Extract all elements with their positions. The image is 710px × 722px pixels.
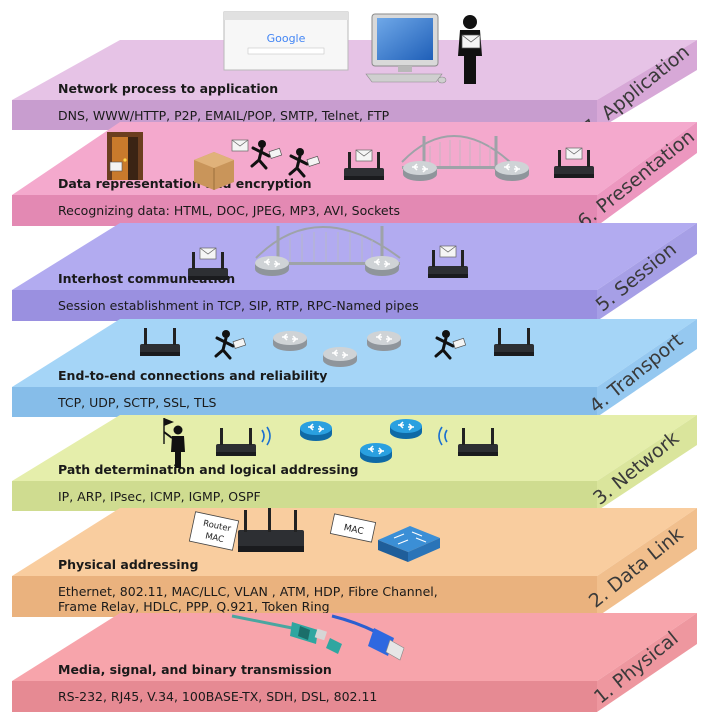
layer-protocols: DNS, WWW/HTTP, P2P, EMAIL/POP, SMTP, Tel… [58, 108, 390, 123]
layer-side-face [597, 508, 697, 617]
switch-icon [389, 418, 423, 440]
browser-window-icon: Google [223, 11, 349, 71]
switch-icon [366, 330, 402, 352]
envelope-icon [199, 247, 217, 260]
layer-protocols: TCP, UDP, SCTP, SSL, TLS [57, 395, 217, 410]
layer-top-face [12, 508, 697, 576]
layer-title: Physical addressing [58, 557, 198, 572]
switch-icon [299, 420, 333, 442]
envelope-icon [355, 149, 373, 162]
fiber-cable-icon [231, 614, 342, 654]
switch-mac-tag: MAC [329, 513, 377, 543]
switch-icon [322, 346, 358, 368]
layer-top-face [12, 613, 697, 681]
layer-front-face [12, 481, 597, 511]
layer-protocols: Frame Relay, HDLC, PPP, Q.921, Token Rin… [58, 599, 330, 614]
layer-side-face [597, 223, 697, 321]
layer-title: End-to-end connections and reliability [58, 368, 327, 383]
layer-protocols: RS-232, RJ45, V.34, 100BASE-TX, SDH, DSL… [58, 689, 377, 704]
osi-layer-3: Path determination and logical addressin… [12, 415, 697, 511]
switch-icon [364, 255, 400, 277]
layer-front-face [12, 576, 597, 617]
layer-front-face [12, 290, 597, 321]
layer-protocols: Recognizing data: HTML, DOC, JPEG, MP3, … [58, 203, 400, 218]
layer-side-face [597, 319, 697, 417]
osi-layer-1: Media, signal, and binary transmissionRS… [12, 613, 697, 712]
layer-title: Media, signal, and binary transmission [58, 662, 332, 677]
switch-icon [359, 442, 393, 464]
layer-protocols: Ethernet, 802.11, MAC/LLC, VLAN , ATM, H… [58, 584, 438, 599]
layer-side-face [597, 122, 697, 226]
svg-text:MAC: MAC [204, 531, 225, 545]
layer-protocols: IP, ARP, IPsec, ICMP, IGMP, OSPF [58, 489, 261, 504]
browser-logo: Google [267, 32, 306, 45]
layer-title: Network process to application [58, 81, 278, 96]
envelope-icon [565, 147, 583, 160]
switch-icon [402, 160, 438, 182]
box-icon [194, 139, 249, 190]
osi-layer-4: End-to-end connections and reliabilityTC… [12, 319, 697, 418]
flag-person-icon [163, 418, 185, 468]
layer-front-face [12, 681, 597, 712]
door-icon [107, 132, 143, 180]
layer-side-face [597, 415, 697, 511]
switch-icon [378, 526, 440, 562]
layer-protocols: Session establishment in TCP, SIP, RTP, … [58, 298, 419, 313]
router-mac-tag: Router MAC [188, 511, 240, 551]
envelope-icon [439, 245, 457, 258]
svg-text:MAC: MAC [343, 523, 365, 537]
layer-top-face [12, 40, 697, 100]
layer-title: Path determination and logical addressin… [58, 462, 358, 477]
layer-top-face [12, 223, 697, 290]
layer-title: Data representation and encryption [58, 176, 312, 191]
computer-icon [365, 13, 447, 84]
router-icon [238, 508, 304, 552]
switch-icon [494, 160, 530, 182]
switch-icon [272, 330, 308, 352]
wifi-icon [261, 426, 448, 446]
layer-top-face [12, 415, 697, 481]
person-with-letter-icon [458, 15, 482, 84]
layer-side-face [597, 613, 697, 712]
layer-front-face [12, 387, 597, 417]
layer-front-face [12, 195, 597, 226]
ethernet-cable-icon [331, 614, 405, 661]
layer-side-face [597, 40, 697, 130]
switch-icon [254, 255, 290, 277]
